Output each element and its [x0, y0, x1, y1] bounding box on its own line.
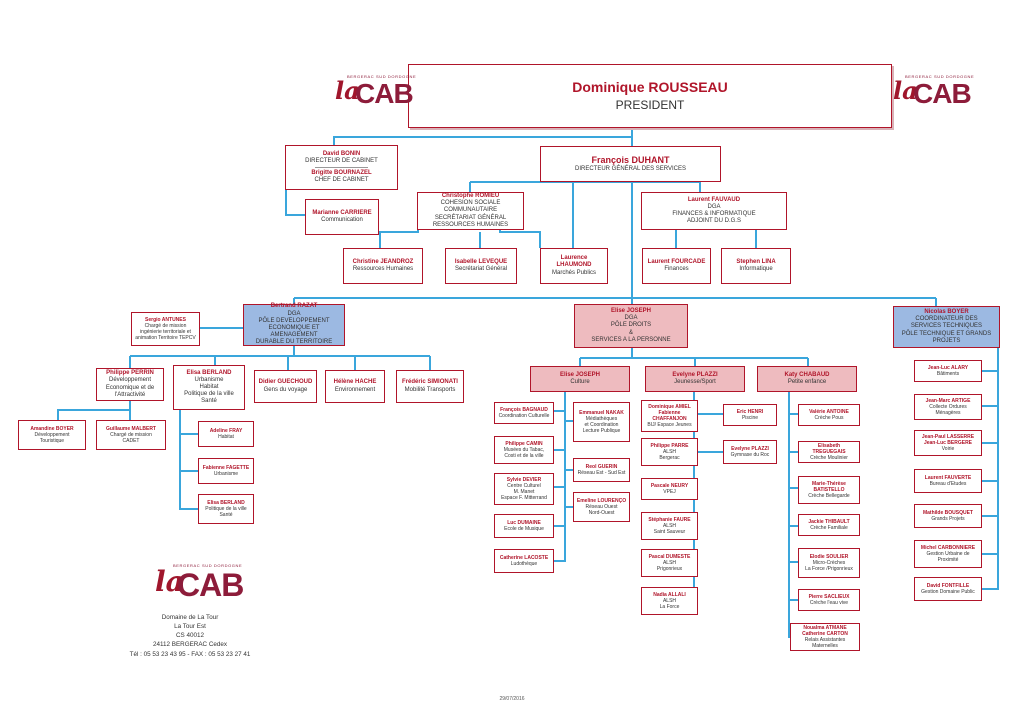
neury-box: Pascale NEURY VPEJ [641, 478, 698, 500]
dgs-box: François DUHANT DIRECTEUR GÉNÉRAL DES SE… [540, 146, 721, 182]
carbonniere-box: Michel CARBONNIERE Gestion Urbaine de Pr… [914, 540, 982, 568]
artige-box: Jean-Marc ARTIGE Collecte Ordures Ménagè… [914, 394, 982, 420]
plazzi-gymnase-box: Evelyne PLAZZI Gymnase du Roc [723, 440, 777, 464]
communication-box: Marianne CARRIERE Communication [305, 199, 379, 235]
bagnaud-box: François BAGNAUD Coordination Culturelle [494, 402, 554, 424]
president-name: Dominique ROUSSEAU [572, 79, 728, 96]
lina-box: Stephen LINA Informatique [721, 248, 791, 284]
fauvaud-box: Laurent FAUVAUD DGA FINANCES & INFORMATI… [641, 192, 787, 230]
jeunesse-box: Evelyne PLAZZI Jeunesse/Sport [645, 366, 745, 392]
guechoud-box: Didier GUECHOUD Gens du voyage [254, 370, 317, 403]
dumaine-box: Luc DUMAINE Ecole de Musique [494, 514, 554, 538]
petite-enfance-box: Katy CHABAUD Petite enfance [757, 366, 857, 392]
romieu-box: Christophe ROMIEU COHESION SOCIALE COMMU… [417, 192, 524, 230]
joseph-dga-box: Elise JOSEPH DGA PÔLE DROITS & SERVICES … [574, 304, 688, 348]
culture-box: Elise JOSEPH Culture [530, 366, 630, 392]
leveque-box: Isabelle LEVEQUE Secrétariat Général [445, 248, 517, 284]
henri-box: Eric HENRI Piscine [723, 404, 777, 426]
bousquet-box: Mathilde BOUSQUET Grands Projets [914, 504, 982, 528]
boyer-amandine-box: Amandine BOYER Développement Touristique [18, 420, 86, 450]
lacoste-box: Catherine LACOSTE Ludothèque [494, 549, 554, 573]
divider [314, 167, 369, 168]
lhaumond-box: Laurence LHAUMOND Marchés Publics [540, 248, 608, 284]
footer-date: 29/07/2016 [499, 696, 525, 702]
perrin-box: Philippe PERRIN Développement Economique… [96, 368, 164, 401]
cabinet-box: David BONIN DIRECTEUR DE CABINET Brigitt… [285, 145, 398, 190]
boyer-nicolas-box: Nicolas BOYER COORDINATEUR DES SERVICES … [893, 306, 1000, 348]
logo-lacab-bottom: BERGERAC SUD DORDOGNE la CAB [155, 563, 244, 603]
lasserre-box: Jean-Paul LASSERRE Jean-Luc BERGERE Voir… [914, 430, 982, 456]
address-block: Domaine de La Tour La Tour Est CS 40012 … [129, 614, 251, 658]
atmane-box: Noualma ATMANE Catherine CARTON Relais A… [790, 623, 860, 651]
berland-elisa-box: Elisa BERLAND Urbanisme Habitat Politiqu… [173, 365, 245, 410]
thibault-box: Jackie THIBAULT Crèche Familiale [798, 514, 860, 536]
antunes-box: Sergio ANTUNES Chargé de mission ingénie… [131, 312, 200, 346]
allali-box: Nadia ALLALI ALSH La Force [641, 587, 698, 615]
berland-sante-box: Elisa BERLAND Politique de la ville Sant… [198, 494, 254, 524]
antoine-box: Valérie ANTOINE Crèche Pous [798, 404, 860, 426]
faure-box: Stéphanie FAURE ALSH Saint Sauveur [641, 512, 698, 540]
logo-lacab-top-left: BERGERAC SUD DORDOGNE la CAB [335, 74, 417, 109]
hache-box: Hélène HACHE Environnement [325, 370, 385, 403]
lourenco-box: Emeline LOURENÇO Réseau Ouest Nord-Ouest [573, 492, 630, 522]
president-box: Dominique ROUSSEAU PRESIDENT [408, 64, 892, 128]
malbert-box: Guillaume MALBERT Chargé de mission CADE… [96, 420, 166, 450]
fourcade-box: Laurent FOURCADE Finances [642, 248, 711, 284]
jeandroz-box: Christine JEANDROZ Ressources Humaines [343, 248, 423, 284]
fauverte-box: Laurent FAUVERTE Bureau d'Etudes [914, 469, 982, 493]
fagette-box: Fabienne FAGETTE Urbanisme [198, 458, 254, 484]
guerin-box: Reol GUERIN Réseau Est - Sud Est [573, 458, 630, 482]
president-role: PRESIDENT [615, 98, 685, 113]
fontfille-box: David FONTFILLE Gestion Domaine Public [914, 577, 982, 601]
treguegais-box: Elisabeth TREGUEGAIS Crèche Moulinier [798, 441, 860, 463]
camin-box: Philippe CAMIN Musées du Tabac, Costi et… [494, 436, 554, 464]
logo-lacab-top-right: BERGERAC SUD DORDOGNE la CAB [893, 74, 975, 109]
alary-box: Jean-Luc ALARY Bâtiments [914, 360, 982, 382]
razat-box: Bertrand RAZAT DGA PÔLE DEVELOPPEMENT EC… [243, 303, 345, 346]
parre-box: Philippe PARRE ALSH Bergerac [641, 438, 698, 466]
soulier-box: Elodie SOULIER Micro-Crèches La Force /P… [798, 548, 860, 578]
fray-box: Adeline FRAY Habitat [198, 421, 254, 447]
amiel-box: Dominique AMIEL Fabienne CHAFFANJON BIJ/… [641, 400, 698, 432]
dumeste-box: Pascal DUMESTE ALSH Prigonrieux [641, 549, 698, 577]
saclieux-box: Pierre SACLIEUX Crèche l'eau vive [798, 589, 860, 611]
batistello-box: Marie-Thérèse BATISTELLO Crèche Bellegar… [798, 476, 860, 504]
nakak-box: Emmanuel NAKAK Médiathèques et Coordinat… [573, 402, 630, 442]
devier-box: Sylvie DEVIER Centre Culturel M. Manet E… [494, 473, 554, 505]
simionati-box: Frédéric SIMIONATI Mobilité Transports [396, 370, 464, 403]
